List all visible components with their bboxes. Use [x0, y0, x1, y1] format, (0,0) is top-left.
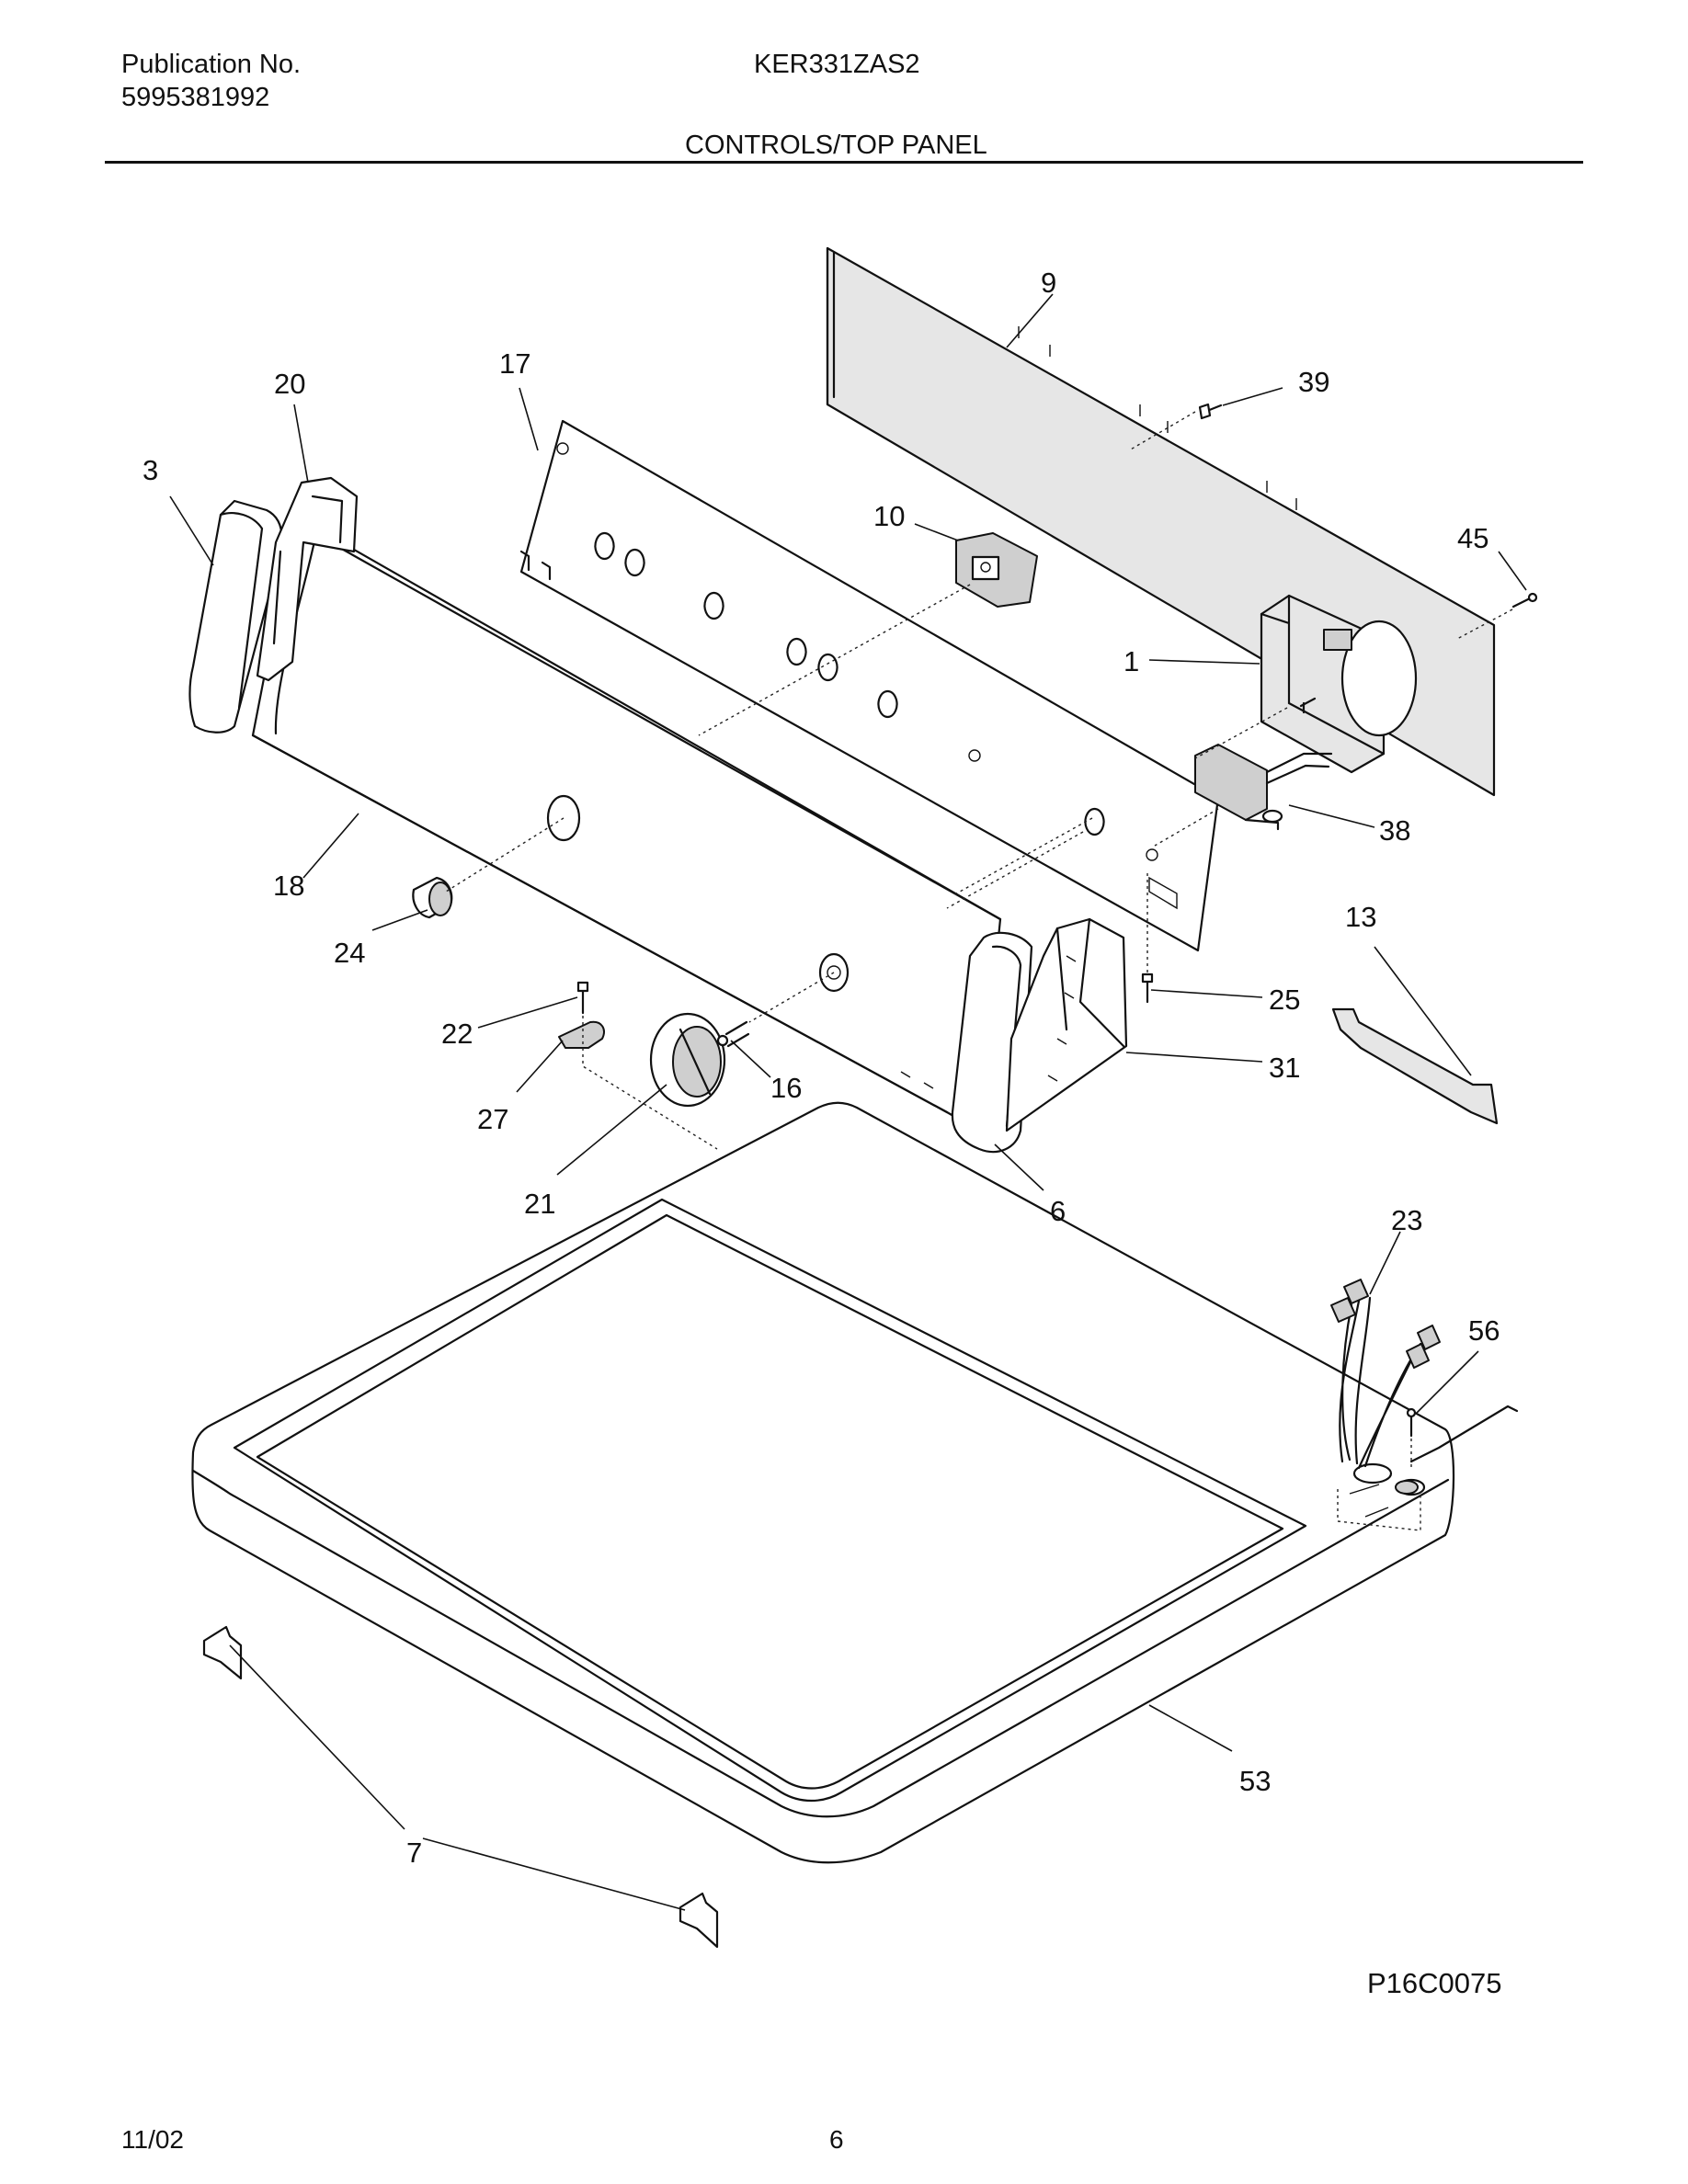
section-title: CONTROLS/TOP PANEL	[685, 131, 987, 160]
callout-20: 20	[274, 368, 305, 400]
header-rule	[105, 161, 1583, 164]
part-38-terminal-block	[1194, 744, 1333, 831]
callout-25: 25	[1269, 984, 1300, 1016]
callout-numbers: 9 39 17 20 3 10 45 1 38 18 24 13 25 22 3…	[143, 267, 1500, 1869]
callout-9: 9	[1041, 267, 1056, 299]
callout-1: 1	[1123, 645, 1139, 677]
part-20-left-bracket	[256, 476, 359, 682]
part-31-right-bracket	[1005, 917, 1128, 1132]
part-56-screw	[1406, 1407, 1417, 1438]
callout-6: 6	[1050, 1195, 1066, 1227]
publication-number: 5995381992	[121, 83, 270, 112]
callout-17: 17	[499, 347, 530, 380]
part-45-screw	[1511, 592, 1538, 609]
part-21-selector-knob	[649, 1012, 726, 1108]
model-number: KER331ZAS2	[754, 50, 920, 79]
callout-18: 18	[273, 870, 304, 902]
callout-31: 31	[1269, 1052, 1300, 1084]
callout-13: 13	[1345, 901, 1376, 933]
part-53-top-panel	[191, 1101, 1455, 1864]
callout-10: 10	[873, 500, 905, 532]
callout-39: 39	[1298, 366, 1329, 398]
part-13-strap	[1331, 1007, 1499, 1125]
callout-21: 21	[524, 1188, 555, 1220]
publication-label: Publication No.	[121, 50, 302, 79]
part-25-screw	[1141, 973, 1154, 1004]
part-10-switch	[955, 532, 1038, 608]
callout-27: 27	[477, 1103, 508, 1135]
part-17-control-plate	[519, 419, 1220, 952]
part-7-clip-lower	[679, 1892, 719, 1949]
callout-16: 16	[770, 1072, 802, 1104]
part-23-wire-harness	[1330, 1279, 1519, 1495]
part-27-clip	[558, 1020, 605, 1049]
callout-38: 38	[1379, 814, 1410, 847]
callout-56: 56	[1468, 1314, 1500, 1347]
callout-23: 23	[1391, 1204, 1422, 1236]
part-22-screw	[576, 981, 589, 1015]
callout-leaders	[169, 293, 1527, 1911]
callout-22: 22	[441, 1018, 473, 1050]
drawing-code: P16C0075	[1367, 1967, 1502, 1999]
part-1-timer	[1260, 594, 1418, 774]
part-39-screw	[1198, 403, 1223, 420]
part-16-shaft	[716, 1020, 750, 1048]
callout-24: 24	[334, 937, 365, 969]
part-24-knob	[412, 876, 453, 919]
callout-45: 45	[1457, 522, 1488, 554]
part-7-clip-upper	[202, 1625, 243, 1680]
footer-date: 11/02	[121, 2125, 184, 2154]
callout-7: 7	[406, 1837, 422, 1869]
footer-page-number: 6	[829, 2125, 844, 2154]
callout-53: 53	[1239, 1765, 1271, 1797]
callout-3: 3	[143, 454, 158, 486]
assembly-dashed-lines	[445, 411, 1513, 1531]
